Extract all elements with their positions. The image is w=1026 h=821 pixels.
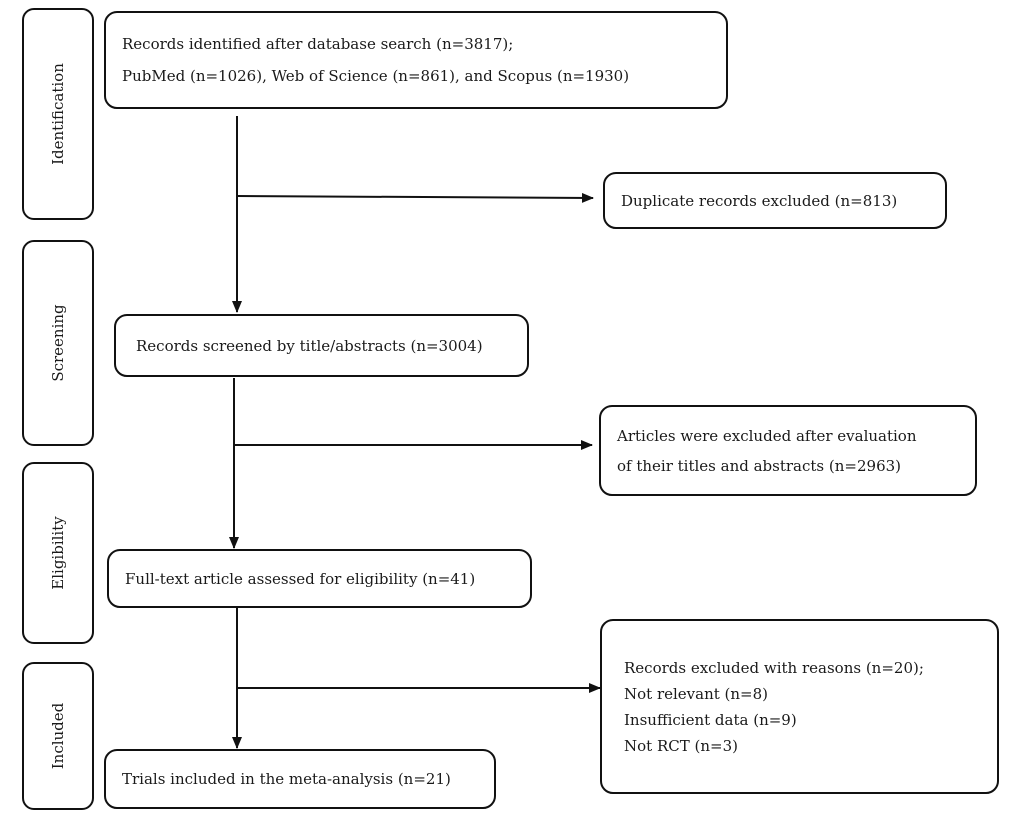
stage-eligibility: Eligibility bbox=[22, 462, 94, 644]
identified-line-2: PubMed (n=1026), Web of Science (n=861),… bbox=[122, 67, 630, 85]
excluded-reasons-line-1: Records excluded with reasons (n=20); bbox=[624, 658, 924, 677]
stage-identification: Identification bbox=[22, 8, 94, 220]
included-line-1: Trials included in the meta-analysis (n=… bbox=[122, 770, 451, 788]
stage-screening: Screening bbox=[22, 240, 94, 446]
excluded-title-line-2: of their titles and abstracts (n=2963) bbox=[617, 456, 902, 475]
excluded-reasons-line-2: Not relevant (n=8) bbox=[624, 684, 769, 703]
duplicates-line-1: Duplicate records excluded (n=813) bbox=[621, 191, 898, 210]
arrow-to-duplicates bbox=[236, 192, 594, 203]
excluded-title-line-1: Articles were excluded after evaluation bbox=[617, 426, 917, 445]
box-trials-included: Trials included in the meta-analysis (n=… bbox=[104, 749, 496, 809]
fulltext-line-1: Full-text article assessed for eligibili… bbox=[125, 569, 476, 588]
stage-included: Included bbox=[22, 662, 94, 810]
box-duplicates-excluded: Duplicate records excluded (n=813) bbox=[603, 172, 947, 229]
identified-line-1: Records identified after database search… bbox=[122, 35, 514, 53]
box-excluded-with-reasons: Records excluded with reasons (n=20); No… bbox=[600, 619, 999, 794]
screened-line-1: Records screened by title/abstracts (n=3… bbox=[136, 336, 483, 355]
box-fulltext-assessed: Full-text article assessed for eligibili… bbox=[107, 549, 532, 608]
box-records-screened: Records screened by title/abstracts (n=3… bbox=[114, 314, 529, 377]
box-records-identified: Records identified after database search… bbox=[104, 11, 728, 109]
excluded-reasons-line-4: Not RCT (n=3) bbox=[624, 736, 738, 755]
excluded-reasons-line-3: Insufficient data (n=9) bbox=[624, 710, 797, 729]
box-excluded-title-abstract: Articles were excluded after evaluation … bbox=[599, 405, 977, 496]
